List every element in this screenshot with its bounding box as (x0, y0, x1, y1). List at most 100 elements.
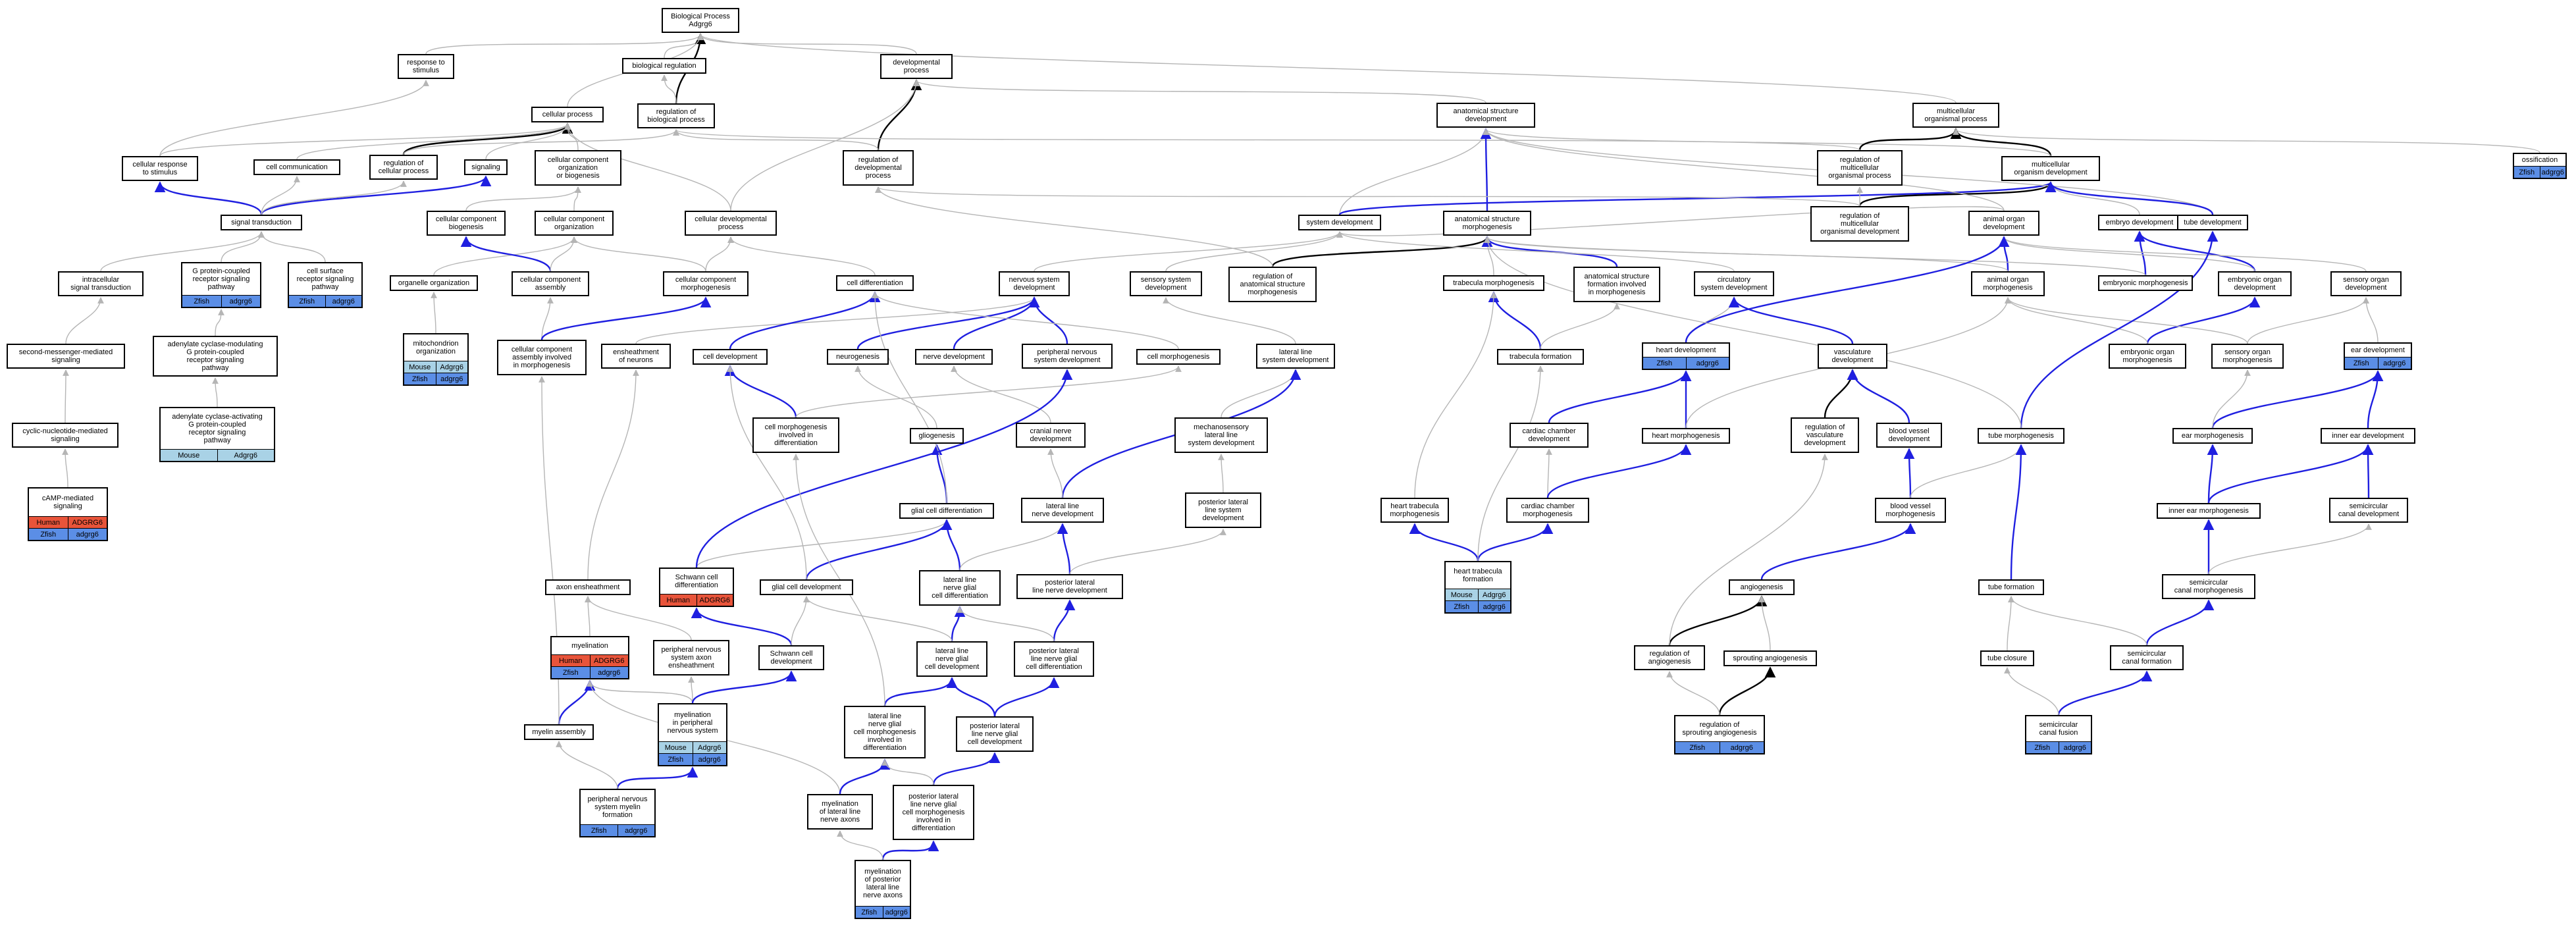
go-term-node[interactable]: semicircular canal development (2329, 498, 2408, 523)
go-term-node[interactable]: nerve development (915, 349, 993, 365)
go-term-node[interactable]: peripheral nervous system development (1022, 344, 1113, 369)
go-term-node[interactable]: embryonic morphogenesis (2098, 275, 2193, 291)
go-term-node[interactable]: animal organ development (1968, 211, 2039, 236)
go-term-node[interactable]: peripheral nervous system axon ensheathm… (653, 640, 729, 675)
go-term-node[interactable]: cell morphogenesis involved in different… (752, 417, 839, 453)
go-term-node[interactable]: myelination in peripheral nervous system… (658, 703, 727, 766)
go-term-node[interactable]: regulation of angiogenesis (1634, 645, 1705, 670)
go-term-node[interactable]: cardiac chamber development (1510, 423, 1589, 448)
go-term-node[interactable]: posterior lateral line system developmen… (1185, 492, 1261, 528)
go-term-node[interactable]: tube closure (1980, 650, 2034, 666)
go-term-node[interactable]: neurogenesis (827, 349, 889, 365)
go-term-node[interactable]: intracellular signal transduction (58, 271, 144, 296)
go-term-node[interactable]: tube development (2177, 215, 2248, 230)
go-term-node[interactable]: cranial nerve development (1016, 423, 1086, 448)
go-term-node[interactable]: response to stimulus (398, 54, 454, 79)
go-term-node[interactable]: ensheathment of neurons (601, 344, 671, 369)
go-term-node[interactable]: gliogenesis (910, 428, 964, 444)
go-term-node[interactable]: regulation of vasculature development (1791, 417, 1859, 453)
go-term-node[interactable]: animal organ morphogenesis (1971, 271, 2045, 296)
go-term-node[interactable]: regulation of anatomical structure morph… (1228, 267, 1317, 302)
go-term-node[interactable]: regulation of developmental process (843, 150, 914, 186)
go-term-node[interactable]: multicellular organismal process (1912, 103, 1999, 128)
go-term-node[interactable]: signal transduction (221, 215, 302, 230)
go-term-node[interactable]: cell differentiation (836, 275, 914, 291)
go-term-node[interactable]: embryonic organ development (2218, 271, 2292, 296)
go-term-node[interactable]: semicircular canal formation (2110, 645, 2184, 670)
go-term-node[interactable]: regulation of multicellular organismal d… (1810, 206, 1909, 242)
go-term-node[interactable]: circulatory system development (1694, 271, 1774, 296)
go-term-node[interactable]: anatomical structure formation involved … (1573, 267, 1660, 302)
go-term-node[interactable]: inner ear development (2321, 428, 2415, 444)
go-term-node[interactable]: myelination of lateral line nerve axons (807, 794, 873, 830)
go-term-node[interactable]: anatomical structure morphogenesis (1443, 211, 1531, 236)
go-term-node[interactable]: biological regulation (622, 58, 706, 74)
go-term-node[interactable]: blood vessel morphogenesis (1875, 498, 1946, 523)
go-term-node[interactable]: adenylate cyclase-activating G protein-c… (159, 407, 275, 462)
go-term-node[interactable]: sensory system development (1130, 271, 1202, 296)
go-term-node[interactable]: multicellular organism development (2001, 156, 2100, 181)
go-term-node[interactable]: embryo development (2098, 215, 2181, 230)
go-term-node[interactable]: posterior lateral line nerve glial cell … (956, 716, 1034, 752)
go-term-node[interactable]: cell development (693, 349, 768, 365)
go-term-node[interactable]: lateral line nerve glial cell differenti… (919, 570, 1001, 606)
go-term-node[interactable]: G protein-coupled receptor signaling pat… (181, 262, 261, 308)
go-term-node[interactable]: adenylate cyclase-modulating G protein-c… (153, 336, 278, 377)
go-term-node[interactable]: nervous system development (999, 271, 1070, 296)
go-term-node[interactable]: peripheral nervous system myelin formati… (579, 789, 656, 837)
go-term-node[interactable]: heart morphogenesis (1642, 428, 1730, 444)
go-term-node[interactable]: myelination of posterior lateral line ne… (854, 860, 911, 919)
go-term-node[interactable]: trabecula morphogenesis (1443, 275, 1544, 291)
go-term-node[interactable]: heart trabecula morphogenesis (1380, 498, 1449, 523)
go-term-node[interactable]: developmental process (880, 54, 953, 79)
go-term-node[interactable]: regulation of cellular process (369, 155, 438, 180)
go-term-node[interactable]: Biological Process Adgrg6 (662, 8, 739, 33)
go-term-node[interactable]: cyclic-nucleotide-mediated signaling (12, 423, 118, 448)
go-term-node[interactable]: sensory organ development (2330, 271, 2402, 296)
go-term-node[interactable]: sensory organ morphogenesis (2211, 344, 2284, 369)
go-term-node[interactable]: tube morphogenesis (1978, 428, 2064, 444)
go-term-node[interactable]: cell morphogenesis (1136, 349, 1221, 365)
go-term-node[interactable]: cellular developmental process (685, 211, 777, 236)
go-term-node[interactable]: cellular component biogenesis (427, 211, 506, 236)
go-term-node[interactable]: mechanosensory lateral line system devel… (1174, 417, 1268, 453)
go-term-node[interactable]: cellular component morphogenesis (663, 271, 749, 296)
go-term-node[interactable]: signaling (464, 159, 508, 175)
go-term-node[interactable]: cellular response to stimulus (122, 156, 198, 181)
go-term-node[interactable]: lateral line nerve development (1021, 498, 1104, 523)
go-term-node[interactable]: lateral line nerve glial cell developmen… (916, 641, 987, 677)
go-term-node[interactable]: anatomical structure development (1436, 103, 1535, 128)
go-term-node[interactable]: semicircular canal morphogenesis (2162, 574, 2255, 599)
go-term-node[interactable]: lateral line system development (1256, 344, 1335, 369)
go-term-node[interactable]: inner ear morphogenesis (2157, 503, 2261, 519)
go-term-node[interactable]: tube formation (1978, 579, 2044, 595)
go-term-node[interactable]: cellular component organization or bioge… (535, 150, 621, 186)
go-term-node[interactable]: Schwann cell development (758, 645, 824, 670)
go-term-node[interactable]: lateral line nerve glial cell morphogene… (844, 706, 926, 758)
go-term-node[interactable]: cardiac chamber morphogenesis (1506, 498, 1589, 523)
go-term-node[interactable]: blood vessel development (1876, 423, 1942, 448)
go-term-node[interactable]: ear morphogenesis (2172, 428, 2253, 444)
go-term-node[interactable]: second-messenger-mediated signaling (7, 344, 125, 369)
go-term-node[interactable]: trabecula formation (1497, 349, 1584, 365)
go-term-node[interactable]: cellular process (531, 107, 604, 122)
go-term-node[interactable]: cell communication (253, 159, 340, 175)
go-term-node[interactable]: axon ensheathment (545, 579, 631, 595)
go-term-node[interactable]: vasculature development (1818, 344, 1887, 369)
go-term-node[interactable]: glial cell differentiation (899, 503, 994, 519)
go-term-node[interactable]: organelle organization (390, 275, 478, 291)
go-term-node[interactable]: system development (1298, 215, 1381, 230)
go-term-node[interactable]: regulation of multicellular organismal p… (1817, 150, 1903, 186)
go-term-node[interactable]: myelin assembly (524, 724, 594, 740)
go-term-node[interactable]: angiogenesis (1729, 579, 1795, 595)
